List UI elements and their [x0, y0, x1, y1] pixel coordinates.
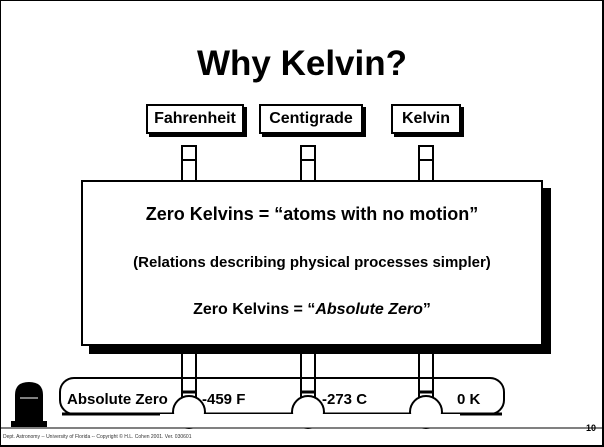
- definition-line-3: Zero Kelvins = “Absolute Zero”: [83, 301, 541, 319]
- label-centigrade: Centigrade: [259, 104, 363, 134]
- line3-emphasis: Absolute Zero: [315, 301, 423, 318]
- page-number: 10: [586, 423, 597, 433]
- label-fahrenheit: Fahrenheit: [146, 104, 244, 134]
- definition-line-2: (Relations describing physical processes…: [133, 254, 491, 271]
- absolute-zero-label: Absolute Zero: [67, 391, 168, 408]
- line3-suffix: ”: [422, 301, 431, 318]
- value-fahrenheit: -459 F: [202, 391, 246, 408]
- line3-prefix: Zero Kelvins = “: [193, 301, 316, 318]
- value-kelvin: 0 K: [457, 391, 481, 408]
- definition-line-1: Zero Kelvins = “atoms with no motion”: [145, 204, 479, 224]
- value-centigrade: -273 C: [322, 391, 368, 408]
- tombstone-icon: [11, 382, 47, 427]
- label-kelvin: Kelvin: [391, 104, 461, 134]
- slide-title: Why Kelvin?: [196, 44, 408, 83]
- definition-box: Zero Kelvins = “atoms with no motion” (R…: [81, 180, 543, 346]
- copyright-footer: Dept. Astronomy -- University of Florida…: [3, 434, 192, 440]
